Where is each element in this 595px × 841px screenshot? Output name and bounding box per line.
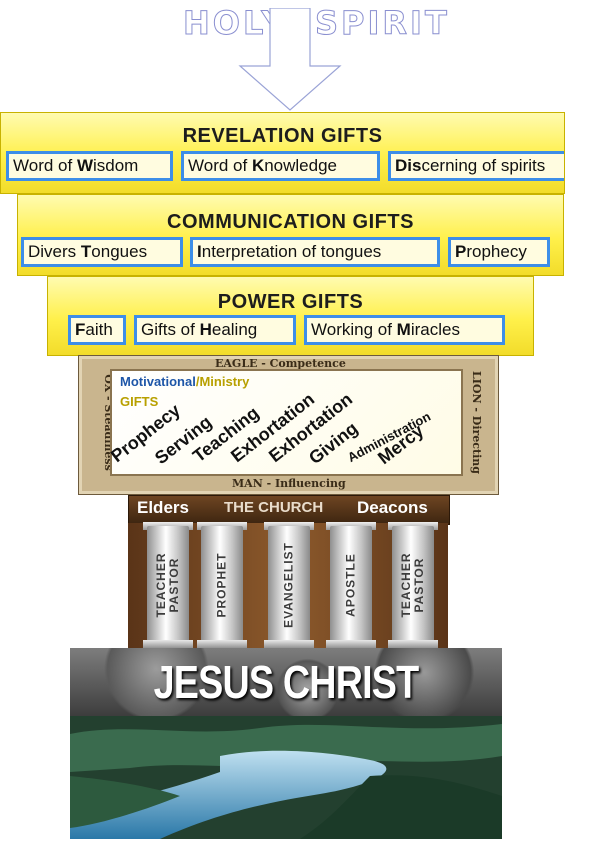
pillar-evangelist: EVANGELIST [268, 526, 310, 644]
motivational-word: Motivational [120, 374, 196, 389]
jesus-christ-title: JESUS CHRIST [153, 656, 420, 708]
motivational-panel [110, 369, 463, 476]
holy-heading: HOLY [183, 4, 288, 43]
lion-label: LION - Directing [469, 371, 483, 474]
communication-gifts-band: COMMUNICATION GIFTS Divers Tongues Inter… [17, 194, 564, 276]
revelation-gifts-band: REVELATION GIFTS Word of Wisdom Word of … [0, 112, 565, 194]
gift-prophecy: Prophecy [448, 237, 550, 267]
pillar-apostle: APOSTLE [330, 526, 372, 644]
pillar-base [143, 640, 193, 649]
the-church-label: THE CHURCH [224, 499, 324, 516]
ministry-word: Ministry [199, 374, 250, 389]
revelation-title: REVELATION GIFTS [182, 125, 383, 147]
power-title: POWER GIFTS [217, 291, 364, 313]
communication-title: COMMUNICATION GIFTS [167, 211, 414, 233]
pillar-base [264, 640, 314, 649]
gift-discerning-of-spirits: Discerning of spirits [388, 151, 564, 181]
title-separator: / [195, 374, 200, 389]
gift-divers-tongues: Divers Tongues [21, 237, 183, 267]
river-landscape-image [70, 716, 502, 839]
river-illustration [70, 716, 502, 839]
eagle-label: EAGLE - Competence [215, 357, 346, 370]
pillar-teacher-pastor-2: TEACHER PASTOR [392, 526, 434, 644]
gift-healing: Gifts of Healing [134, 315, 296, 345]
pillar-teacher-pastor-1: TEACHER PASTOR [147, 526, 189, 644]
spirit-heading: SPIRIT [315, 4, 450, 43]
pillar-prophet: PROPHET [201, 526, 243, 644]
gift-word-of-knowledge: Word of Knowledge [181, 151, 380, 181]
gift-word-of-wisdom: Word of Wisdom [6, 151, 173, 181]
deacons-label: Deacons [357, 498, 428, 517]
man-label: MAN - Influencing [232, 477, 346, 490]
gift-interpretation-of-tongues: Interpretation of tongues [190, 237, 440, 267]
elders-label: Elders [137, 498, 189, 517]
pillar-base [388, 640, 438, 649]
power-gifts-band: POWER GIFTS Faith Gifts of Healing Worki… [47, 276, 534, 356]
motivational-title: Motivational/Ministry [120, 374, 249, 389]
down-arrow-icon [238, 8, 342, 111]
pillar-base [197, 640, 247, 649]
gift-working-of-miracles: Working of Miracles [304, 315, 505, 345]
rock-foundation [70, 648, 502, 718]
pillar-base [326, 640, 376, 649]
gifts-label: GIFTS [120, 394, 159, 409]
gift-faith: Faith [68, 315, 126, 345]
